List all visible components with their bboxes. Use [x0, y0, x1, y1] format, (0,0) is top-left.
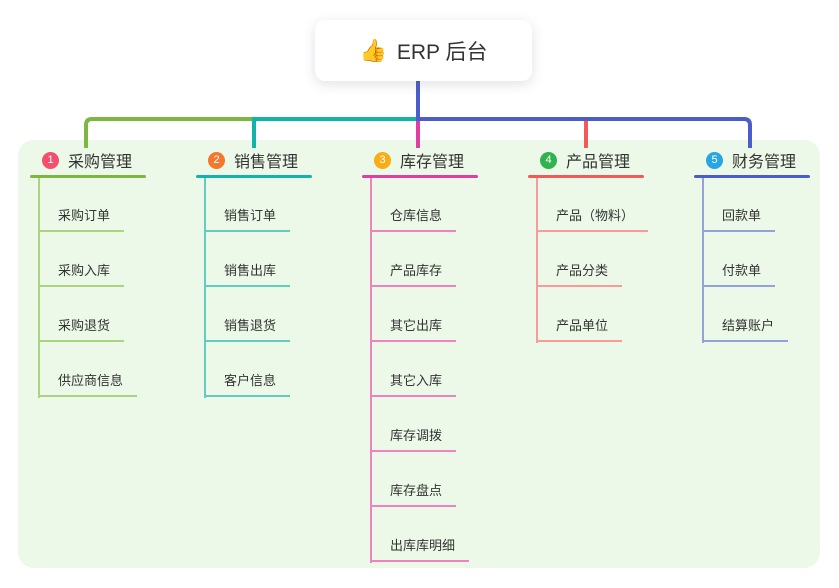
child-node[interactable]: 产品单位 [536, 318, 623, 342]
branch-spine-line [536, 178, 538, 343]
child-node[interactable]: 供应商信息 [38, 373, 138, 397]
child-node[interactable]: 销售订单 [204, 208, 291, 232]
branch-spine-line [702, 178, 704, 343]
branch-underline [30, 175, 146, 178]
branch-label: 采购管理 [68, 154, 133, 171]
branch-heading[interactable]: 5 财务管理 [694, 148, 796, 172]
branches-panel [18, 140, 820, 568]
child-node[interactable]: 其它入库 [370, 373, 457, 397]
branch-number-badge: 4 [540, 151, 557, 169]
branch-spine-line [204, 178, 206, 398]
child-node[interactable]: 采购退货 [38, 318, 125, 342]
branch-number-badge: 3 [374, 151, 391, 169]
branch-number-badge: 2 [208, 151, 225, 169]
branch-heading[interactable]: 4 产品管理 [528, 148, 630, 172]
branch-spine-line [370, 178, 372, 563]
branch-heading[interactable]: 1 采购管理 [30, 148, 132, 172]
branch-underline [528, 175, 644, 178]
child-node[interactable]: 客户信息 [204, 373, 291, 397]
child-node[interactable]: 其它出库 [370, 318, 457, 342]
branch-label: 销售管理 [234, 154, 299, 171]
child-node[interactable]: 销售出库 [204, 263, 291, 287]
branch-label: 财务管理 [732, 154, 797, 171]
branch-number-badge: 1 [42, 151, 59, 169]
child-node[interactable]: 库存盘点 [370, 483, 457, 507]
root-node-label: ERP 后台 [396, 40, 488, 64]
thumbs-up-icon: 👍 [359, 37, 387, 63]
child-node[interactable]: 库存调拨 [370, 428, 457, 452]
root-node[interactable]: 👍 ERP 后台 [315, 20, 532, 81]
branch-heading[interactable]: 2 销售管理 [196, 148, 298, 172]
child-node[interactable]: 仓库信息 [370, 208, 457, 232]
branch-spine-line [38, 178, 40, 398]
child-node[interactable]: 销售退货 [204, 318, 291, 342]
child-node[interactable]: 回款单 [702, 208, 776, 232]
branch-heading[interactable]: 3 库存管理 [362, 148, 464, 172]
child-node[interactable]: 产品库存 [370, 263, 457, 287]
branch-underline [694, 175, 810, 178]
child-node[interactable]: 出库库明细 [370, 538, 470, 562]
child-node[interactable]: 付款单 [702, 263, 776, 287]
branch-underline [362, 175, 478, 178]
branch-label: 产品管理 [566, 154, 631, 171]
child-node[interactable]: 采购订单 [38, 208, 125, 232]
branch-number-badge: 5 [706, 151, 723, 169]
child-node[interactable]: 结算账户 [702, 318, 789, 342]
branch-label: 库存管理 [400, 154, 465, 171]
child-node[interactable]: 产品分类 [536, 263, 623, 287]
child-node[interactable]: 产品（物料） [536, 208, 649, 232]
branch-underline [196, 175, 312, 178]
child-node[interactable]: 采购入库 [38, 263, 125, 287]
